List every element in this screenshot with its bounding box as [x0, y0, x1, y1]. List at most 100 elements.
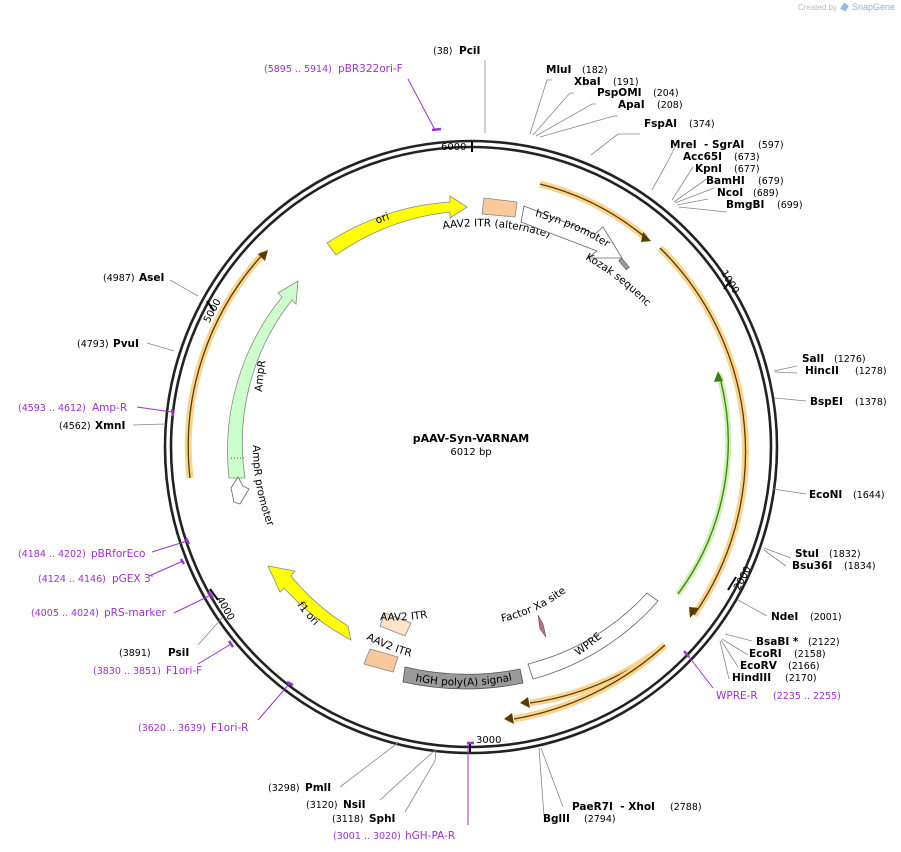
svg-text:AAV2 ITR: AAV2 ITR: [380, 609, 429, 624]
enzyme-xbai[interactable]: XbaI: [574, 76, 601, 88]
primer-pos-wpre-r: (2235 .. 2255): [773, 691, 841, 702]
itr-feature-2: [363, 648, 399, 673]
enzyme-pos-ecorv: (2166): [788, 661, 820, 672]
created-by-text: Created by: [797, 2, 837, 12]
primer-wpre-r[interactable]: WPRE-R: [716, 690, 758, 702]
enzyme-paer7i-xhoi[interactable]: PaeR7I - XhoI: [572, 801, 655, 813]
hgh-polya-label: hGH poly(A) signal: [415, 671, 513, 688]
primer-f1ori-r[interactable]: F1ori-R: [211, 722, 248, 734]
enzyme-kpni[interactable]: KpnI: [695, 163, 722, 175]
primer-pos-pbr322ori-f: (5895 .. 5914): [264, 64, 332, 75]
enzyme-pos-bsabi: (2122): [808, 637, 840, 648]
primer-pbrforeco[interactable]: pBRforEco: [91, 548, 145, 560]
enzyme-bglii[interactable]: BglII: [543, 813, 570, 825]
enzyme-bsabi[interactable]: BsaBI *: [756, 636, 799, 648]
enzyme-bspei[interactable]: BspEI: [810, 396, 843, 408]
enzyme-econi[interactable]: EcoNI: [809, 489, 842, 501]
itr-label-1: AAV2 ITR: [380, 609, 429, 624]
kozak-feature: [618, 257, 630, 271]
enzyme-pos-xmni: (4562): [59, 421, 91, 432]
enzyme-pos-mlui: (182): [582, 65, 608, 76]
brand-name: SnapGene: [851, 2, 895, 12]
brand-credit: Created by SnapGene: [798, 2, 895, 12]
primer-pos-hgh-pa-r: (3001 .. 3020): [333, 831, 401, 842]
ori-label: ori: [374, 211, 391, 227]
primer-pgex3[interactable]: pGEX 3': [112, 573, 154, 585]
enzyme-pos-kpni: (677): [734, 164, 760, 175]
enzyme-pos-pvui: (4793): [77, 339, 109, 350]
enzyme-pspomi[interactable]: PspOMI: [597, 87, 642, 99]
enzyme-pos-fspai: (374): [689, 119, 715, 130]
enzyme-mrei-sgrai[interactable]: MreI - SgrAI: [670, 139, 744, 151]
enzyme-pos-xbai: (191): [613, 77, 639, 88]
enzyme-ndei[interactable]: NdeI: [771, 611, 798, 623]
hsyn-promoter-feature: [520, 205, 623, 259]
factor-xa-label: Factor Xa site: [500, 585, 568, 625]
primer-pos-pbrforeco: (4184 .. 4202): [18, 549, 86, 560]
enzyme-pos-hindiii: (2170): [785, 673, 817, 684]
primer-pos-pgex3: (4124 .. 4146): [38, 574, 106, 585]
enzyme-hindiii[interactable]: HindIII: [732, 672, 771, 684]
enzyme-pos-acc65i: (673): [734, 152, 760, 163]
primer-pbr322ori-f[interactable]: pBR322ori-F: [338, 63, 403, 75]
enzyme-ncoi[interactable]: NcoI: [717, 187, 743, 199]
enzyme-pos-paer7i: (2788): [670, 802, 702, 813]
plasmid-name: pAAV-Syn-VARNAM: [413, 432, 530, 445]
svg-text:Kozak sequence: Kozak sequence: [0, 0, 653, 309]
primer-pos-amp-r: (4593 .. 4612): [18, 403, 86, 414]
enzyme-pos-pspomi: (204): [653, 88, 679, 99]
itr-alternate-feature: [481, 197, 518, 218]
primer-hgh-pa-r[interactable]: hGH-PA-R: [405, 830, 455, 842]
plasmid-length: 6012 bp: [450, 447, 491, 458]
orange-arrowheads: [258, 232, 699, 724]
enzyme-pos-bglii: (2794): [584, 814, 616, 825]
ampr-label: AmpR: [253, 359, 269, 392]
enzyme-asei[interactable]: AseI: [139, 272, 164, 284]
enzyme-bamhi[interactable]: BamHI: [706, 175, 745, 187]
enzyme-sphi[interactable]: SphI: [369, 813, 395, 825]
enzyme-sali[interactable]: SalI: [802, 353, 824, 365]
enzyme-pos-ncoi: (689): [753, 188, 779, 199]
primer-pos-prs-marker: (4005 .. 4024): [31, 608, 99, 619]
ori-feature: [326, 195, 468, 256]
enzyme-ecorv[interactable]: EcoRV: [740, 660, 778, 672]
enzyme-stui[interactable]: StuI: [795, 548, 819, 560]
enzyme-acc65i[interactable]: Acc65I: [683, 151, 722, 163]
enzyme-xmni[interactable]: XmnI: [95, 420, 125, 432]
primer-prs-marker[interactable]: pRS-marker: [104, 607, 167, 619]
orange-tracks: [184, 180, 749, 723]
enzyme-fspai[interactable]: FspAI: [644, 118, 677, 130]
primer-pos-f1ori-f: (3830 .. 3851): [93, 666, 161, 677]
svg-text:ori: ori: [374, 211, 391, 227]
hgh-polya-feature: [402, 666, 524, 690]
tick-6000: 6000: [441, 142, 466, 153]
enzyme-hincii[interactable]: HincII: [805, 365, 839, 377]
enzyme-pos-bsu36i: (1834): [844, 561, 876, 572]
enzyme-pvui[interactable]: PvuI: [113, 338, 139, 350]
enzyme-pos-bmgbi: (699): [777, 200, 803, 211]
enzyme-nsii[interactable]: NsiI: [343, 799, 366, 811]
primer-amp-r[interactable]: Amp-R: [92, 402, 127, 414]
enzyme-apai[interactable]: ApaI: [618, 99, 645, 111]
enzyme-pos-bamhi: (679): [758, 176, 784, 187]
enzyme-psii[interactable]: PsiI: [168, 647, 189, 659]
enzyme-pos-ecori: (2158): [794, 649, 826, 660]
svg-text:hGH poly(A) signal: hGH poly(A) signal: [415, 671, 513, 688]
enzyme-bsu36i[interactable]: Bsu36I: [792, 560, 832, 572]
enzyme-pcii[interactable]: PciI: [459, 45, 480, 57]
primer-f1ori-f[interactable]: F1ori-F: [166, 665, 202, 677]
enzyme-pos-bspei: (1378): [855, 397, 887, 408]
primer-pos-f1ori-r: (3620 .. 3639): [138, 723, 206, 734]
green-arrowhead: [714, 371, 723, 382]
svg-text:AmpR: AmpR: [253, 359, 269, 392]
tick-3000: 3000: [476, 735, 501, 746]
enzyme-mlui[interactable]: MluI: [546, 64, 571, 76]
enzyme-pos-psii: (3891): [119, 648, 151, 659]
snapgene-logo-icon: [839, 2, 849, 12]
enzyme-pos-nsii: (3120): [306, 800, 338, 811]
enzyme-pmli[interactable]: PmlI: [305, 782, 331, 794]
enzyme-bmgbi[interactable]: BmgBI: [726, 199, 764, 211]
enzyme-pos-apai: (208): [657, 100, 683, 111]
enzyme-ecori[interactable]: EcoRI: [749, 648, 782, 660]
